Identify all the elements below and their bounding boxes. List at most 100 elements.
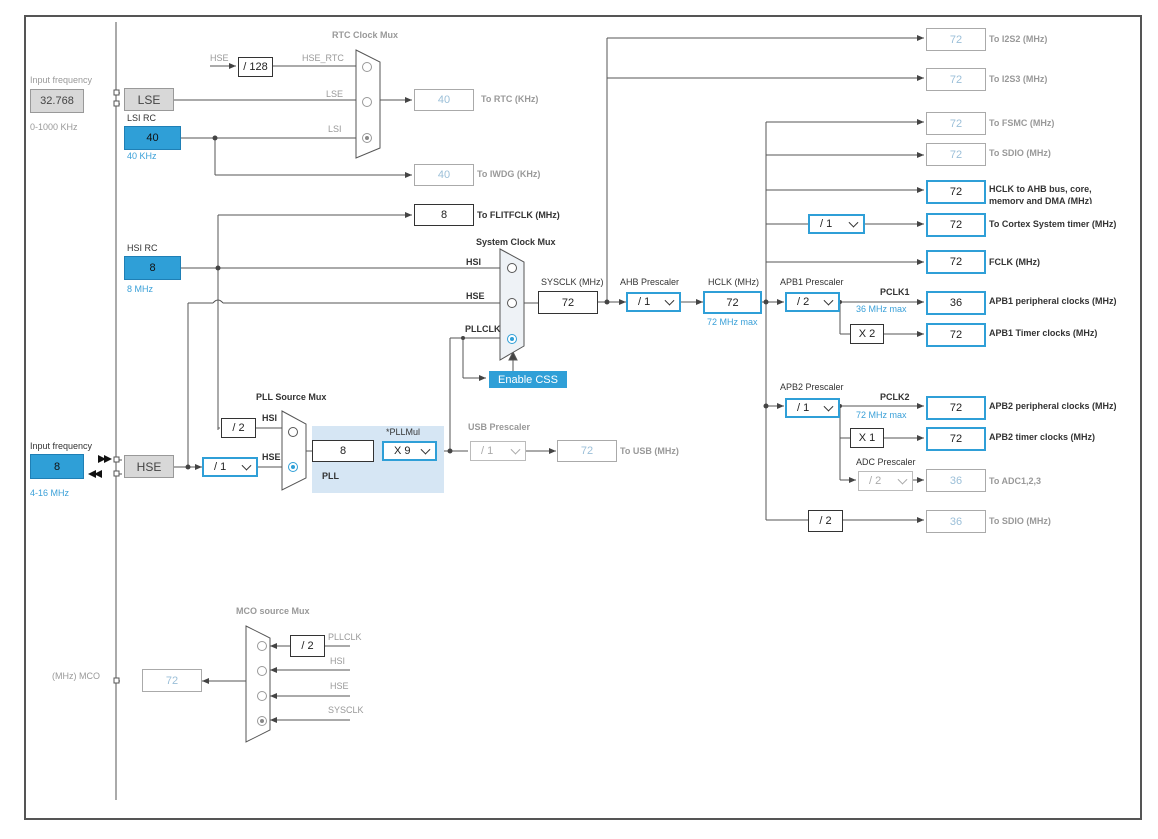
ahb-prescaler-label: AHB Prescaler bbox=[620, 277, 680, 287]
rtc-hse-label: HSE bbox=[210, 53, 229, 63]
apb2-max: 72 MHz max bbox=[856, 410, 907, 420]
cortex-prescaler-select[interactable]: / 1 bbox=[808, 214, 865, 234]
pllmul-select[interactable]: X 9 bbox=[382, 441, 437, 461]
hclk-max: 72 MHz max bbox=[707, 317, 758, 327]
apb1-periph-output-label: APB1 peripheral clocks (MHz) bbox=[989, 296, 1117, 306]
cortex-output-value: 72 bbox=[926, 213, 986, 237]
sysclk-value: 72 bbox=[538, 291, 598, 314]
mco-radio-hse[interactable] bbox=[257, 691, 267, 701]
sysclk-radio-pllclk[interactable] bbox=[507, 334, 517, 344]
sysclk-label: SYSCLK (MHz) bbox=[541, 277, 604, 287]
mco-div2-box: / 2 bbox=[290, 635, 325, 657]
sys-mux-pllclk-label: PLLCLK bbox=[465, 324, 501, 334]
mco-radio-pllclk[interactable] bbox=[257, 641, 267, 651]
usb-prescaler-value: / 1 bbox=[481, 445, 494, 457]
apb1-timer-mul: X 2 bbox=[850, 324, 884, 344]
usb-output-label: To USB (MHz) bbox=[620, 446, 679, 456]
apb2-prescaler-select[interactable]: / 1 bbox=[785, 398, 840, 418]
rtc-lse-label: LSE bbox=[326, 89, 344, 99]
sdio2-output-value: 36 bbox=[926, 510, 986, 533]
cortex-output-label: To Cortex System timer (MHz) bbox=[989, 219, 1117, 229]
pll-label: PLL bbox=[322, 471, 339, 481]
sysclk-radio-hse[interactable] bbox=[507, 298, 517, 308]
apb2-periph-output-label: APB2 peripheral clocks (MHz) bbox=[989, 401, 1117, 411]
sdio-output-value: 72 bbox=[926, 143, 986, 166]
apb2-timer-output-value: 72 bbox=[926, 427, 986, 451]
chevron-down-icon bbox=[420, 444, 431, 455]
lse-input-frequency-field[interactable]: 32.768 bbox=[30, 89, 84, 113]
adc-prescaler-select[interactable]: / 2 bbox=[858, 471, 913, 491]
hse-prediv-select[interactable]: / 1 bbox=[202, 457, 258, 477]
chevron-down-icon bbox=[823, 295, 834, 306]
apb2-prescaler-label: APB2 Prescaler bbox=[780, 382, 844, 392]
hse-block: HSE bbox=[124, 455, 174, 478]
pllmul-value: X 9 bbox=[394, 445, 411, 457]
sysclk-radio-hsi[interactable] bbox=[507, 263, 517, 273]
hclk-ahb-output-value: 72 bbox=[926, 180, 986, 204]
rtc-radio-lse[interactable] bbox=[362, 97, 372, 107]
pll-source-radio-hse[interactable] bbox=[288, 462, 298, 472]
i2s3-output-value: 72 bbox=[926, 68, 986, 91]
chevron-down-icon bbox=[664, 295, 675, 306]
pllmul-label: *PLLMul bbox=[386, 427, 421, 437]
hse-input-frequency-field[interactable]: 8 bbox=[30, 454, 84, 479]
pclk2-label: PCLK2 bbox=[880, 392, 910, 402]
i2s3-output-label: To I2S3 (MHz) bbox=[989, 74, 1048, 84]
mco-pllclk-label: PLLCLK bbox=[328, 632, 362, 642]
mco-hse-label: HSE bbox=[330, 681, 349, 691]
rtc-mux-title: RTC Clock Mux bbox=[332, 30, 399, 40]
hclk-label: HCLK (MHz) bbox=[708, 277, 759, 287]
mco-hsi-label: HSI bbox=[330, 656, 346, 666]
ahb-prescaler-select[interactable]: / 1 bbox=[626, 292, 681, 312]
diagram-frame bbox=[24, 15, 1142, 820]
hse-input-range: 4-16 MHz bbox=[30, 488, 70, 498]
hclk-value[interactable]: 72 bbox=[703, 291, 762, 314]
rtc-radio-hse[interactable] bbox=[362, 62, 372, 72]
pll-mux-hse-label: HSE bbox=[262, 452, 281, 462]
apb2-prescaler-value: / 1 bbox=[797, 402, 810, 414]
adc-output-label: To ADC1,2,3 bbox=[989, 476, 1042, 486]
chevron-down-icon bbox=[241, 460, 252, 471]
i2s2-output-label: To I2S2 (MHz) bbox=[989, 34, 1048, 44]
mco-output-value: 72 bbox=[142, 669, 202, 692]
hse-rtc-label: HSE_RTC bbox=[302, 53, 344, 63]
apb1-prescaler-select[interactable]: / 2 bbox=[785, 292, 840, 312]
mco-radio-sysclk[interactable] bbox=[257, 716, 267, 726]
apb1-prescaler-label: APB1 Prescaler bbox=[780, 277, 844, 287]
hclk-ahb-output-label-line2: memory and DMA (MHz) bbox=[989, 196, 1093, 204]
mco-mux-title: MCO source Mux bbox=[236, 606, 310, 616]
rtc-radio-lsi[interactable] bbox=[362, 133, 372, 143]
apb2-timer-mul: X 1 bbox=[850, 428, 884, 448]
rtc-output-label: To RTC (KHz) bbox=[481, 94, 539, 104]
hclk-ahb-output-label: HCLK to AHB bus, core, bbox=[989, 184, 1092, 194]
adc-output-value: 36 bbox=[926, 469, 986, 492]
pll-source-mux-title: PLL Source Mux bbox=[256, 392, 327, 402]
fsmc-output-label: To FSMC (MHz) bbox=[989, 118, 1055, 128]
apb1-timer-output-value: 72 bbox=[926, 323, 986, 347]
adc-prescaler-value: / 2 bbox=[869, 475, 882, 487]
mco-output-label: (MHz) MCO bbox=[52, 671, 100, 681]
pclk1-label: PCLK1 bbox=[880, 287, 910, 297]
sysclk-mux-title: System Clock Mux bbox=[476, 237, 556, 247]
fclk-output-label: FCLK (MHz) bbox=[989, 257, 1040, 267]
sys-mux-hse-label: HSE bbox=[466, 291, 485, 301]
pll-source-mux-shape bbox=[281, 410, 307, 491]
ahb-prescaler-value: / 1 bbox=[638, 296, 651, 308]
mco-radio-hsi[interactable] bbox=[257, 666, 267, 676]
pll-source-radio-hsi[interactable] bbox=[288, 427, 298, 437]
enable-css-button[interactable]: Enable CSS bbox=[489, 371, 567, 388]
fsmc-output-value: 72 bbox=[926, 112, 986, 135]
apb1-max: 36 MHz max bbox=[856, 304, 907, 314]
chevron-down-icon bbox=[823, 401, 834, 412]
fclk-output-value: 72 bbox=[926, 250, 986, 274]
lse-input-frequency-label: Input frequency bbox=[30, 75, 93, 85]
iwdg-output-value: 40 bbox=[414, 164, 474, 186]
apb2-timer-output-label: APB2 timer clocks (MHz) bbox=[989, 432, 1096, 442]
mco-sysclk-label: SYSCLK bbox=[328, 705, 364, 715]
usb-prescaler-select[interactable]: / 1 bbox=[470, 441, 526, 461]
flitfclk-output-label: To FLITFCLK (MHz) bbox=[477, 210, 560, 220]
hsi-rc-label: HSI RC bbox=[127, 243, 158, 253]
lsi-rc-freq: 40 KHz bbox=[127, 151, 157, 161]
sdio2-output-label: To SDIO (MHz) bbox=[989, 516, 1051, 526]
